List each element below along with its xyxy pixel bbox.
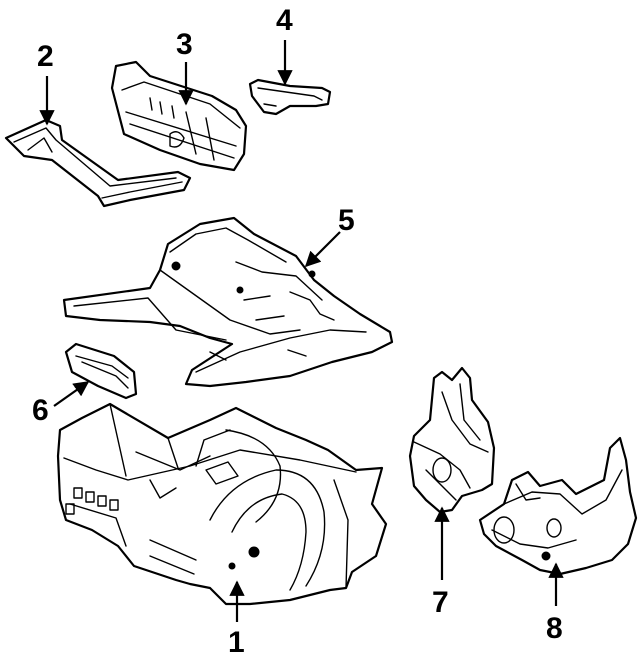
part-6-panel[interactable] [64,342,138,400]
callout-2: 2 [37,40,54,73]
part-2-crossmember[interactable] [4,118,192,208]
callout-5: 5 [338,204,355,237]
leader-6 [53,381,90,407]
part-5-floor-pan[interactable] [62,216,394,388]
part-4-bracket[interactable] [248,78,332,116]
callout-8: 8 [546,612,563,645]
part-3-dash-panel[interactable] [110,60,248,172]
callout-1: 1 [228,626,245,659]
leader-5 [304,231,341,268]
part-8-bracket[interactable] [478,436,638,576]
callout-6: 6 [32,394,49,427]
callout-4: 4 [276,4,293,37]
part-1-front-structure[interactable] [56,402,388,606]
callout-7: 7 [432,586,449,619]
part-7-pillar[interactable] [408,366,496,514]
callout-3: 3 [176,28,193,61]
leaders [39,40,564,622]
callouts: 1 2 3 4 5 6 7 8 [32,4,563,659]
